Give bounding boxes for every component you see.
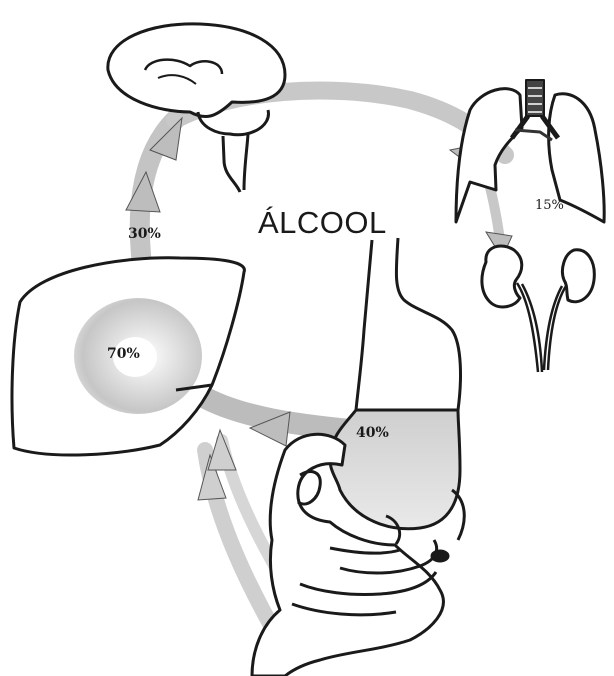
label-stomach-percent: 40% bbox=[356, 425, 389, 441]
lungs-icon bbox=[456, 80, 604, 222]
brain-icon bbox=[108, 24, 285, 192]
kidneys-icon bbox=[482, 246, 594, 372]
label-liver-percent: 70% bbox=[107, 346, 140, 362]
diagram-title: ÁLCOOL bbox=[258, 205, 387, 241]
label-brain-pathway-percent: 30% bbox=[128, 226, 161, 242]
label-lungs-percent: 15% bbox=[535, 198, 564, 213]
esophagus-icon bbox=[356, 238, 460, 410]
